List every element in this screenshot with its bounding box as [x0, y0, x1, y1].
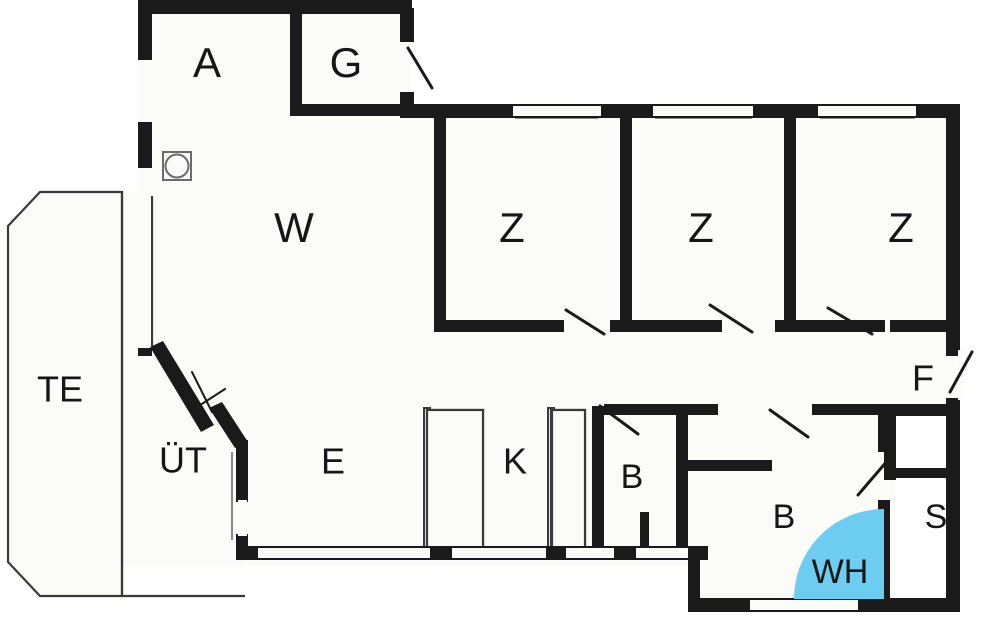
room-label-ut: ÜT [159, 440, 207, 481]
room-label-b2: B [773, 498, 796, 536]
door-swing-ut-b [190, 388, 226, 412]
wall-left-mid [138, 122, 152, 168]
room-label-z3: Z [888, 204, 914, 251]
wall-z2-z3 [784, 110, 796, 332]
room-labels: A G W Z Z Z TE F ÜT E K B B S WH [37, 39, 947, 591]
window-ut [238, 500, 247, 536]
room-label-s: S [925, 498, 948, 536]
thin-outlines [6, 190, 245, 598]
room-label-w: W [274, 204, 314, 251]
room-label-z1: Z [499, 204, 525, 251]
room-label-a: A [193, 39, 221, 86]
stove-burner-circle [164, 153, 190, 179]
terrace-fill [8, 192, 122, 596]
door-swing-b1 [598, 404, 640, 436]
door-swing-z1 [564, 308, 606, 336]
room-label-f: F [912, 358, 934, 399]
window-bottom-wh [750, 600, 858, 610]
partition-block-1-fill [425, 408, 485, 550]
window-bottom-e [258, 548, 430, 558]
wall-z3-bottom-left [775, 320, 885, 332]
wall-right-lower [946, 398, 960, 612]
wall-g-right-upper [400, 8, 414, 42]
door-swing-s [856, 458, 890, 497]
wall-b1-right-lower [676, 470, 688, 556]
room-label-wh: WH [812, 553, 869, 591]
window-z3-top [818, 106, 916, 116]
room-label-k: K [503, 441, 527, 482]
wall-corridor-right [890, 320, 960, 332]
wall-diagonal-upper [150, 341, 214, 432]
room-label-z2: Z [688, 204, 714, 251]
wall-z1-bottom [434, 320, 564, 332]
door-swing-z2 [708, 303, 754, 334]
room-label-g: G [330, 39, 363, 86]
wall-b-internal [676, 460, 772, 471]
wall-a-g [290, 8, 302, 116]
wall-diagonal-lower [209, 402, 248, 448]
door-swing-z3 [826, 306, 874, 336]
wall-b1-stub [640, 512, 649, 556]
window-bottom-k [566, 548, 614, 558]
wall-z1-z2 [620, 110, 632, 332]
wall-b1-right-upper [676, 406, 688, 472]
room-label-e: E [321, 441, 345, 482]
door-swing-ut-a [191, 371, 213, 413]
wall-wh-left [688, 546, 700, 612]
door-swing-g [406, 46, 434, 90]
window-z1-top [513, 106, 601, 116]
wall-ut-corner [236, 546, 258, 560]
wood-stove-icon [162, 151, 192, 181]
wall-b1-left [592, 406, 604, 556]
stove-outline [162, 151, 192, 181]
window-bottom-ek [452, 548, 546, 558]
wall-s-top [884, 468, 960, 478]
wall-left-upper [138, 0, 152, 60]
partition-block-2-fill [550, 408, 587, 550]
wall-b2-top-right [812, 404, 890, 415]
wall-b1-top [604, 404, 684, 415]
door-swings [190, 46, 974, 497]
room-label-b1: B [621, 458, 644, 496]
whirlpool-tub-icon [794, 509, 884, 599]
window-bottom-b [636, 548, 690, 558]
wall-right-upper [946, 104, 960, 356]
wall-left-lower-stub [138, 348, 152, 356]
wall-g-bottom [290, 104, 414, 116]
wall-top-ag [150, 0, 412, 14]
door-swing-f [948, 350, 974, 394]
wall-ut-right-upper [236, 440, 248, 502]
walls [138, 0, 964, 612]
wall-b2-top-left [684, 404, 718, 415]
window-z2-top [653, 106, 753, 116]
door-swing-b2 [768, 408, 810, 439]
wall-z1-left [434, 110, 446, 332]
room-label-te: TE [37, 369, 83, 410]
wall-f-bottom [884, 404, 960, 416]
wall-b2-right-upper [878, 404, 890, 452]
window-left-w [139, 168, 151, 348]
wall-z2-bottom-left [610, 320, 722, 332]
window-left-a [139, 60, 151, 122]
